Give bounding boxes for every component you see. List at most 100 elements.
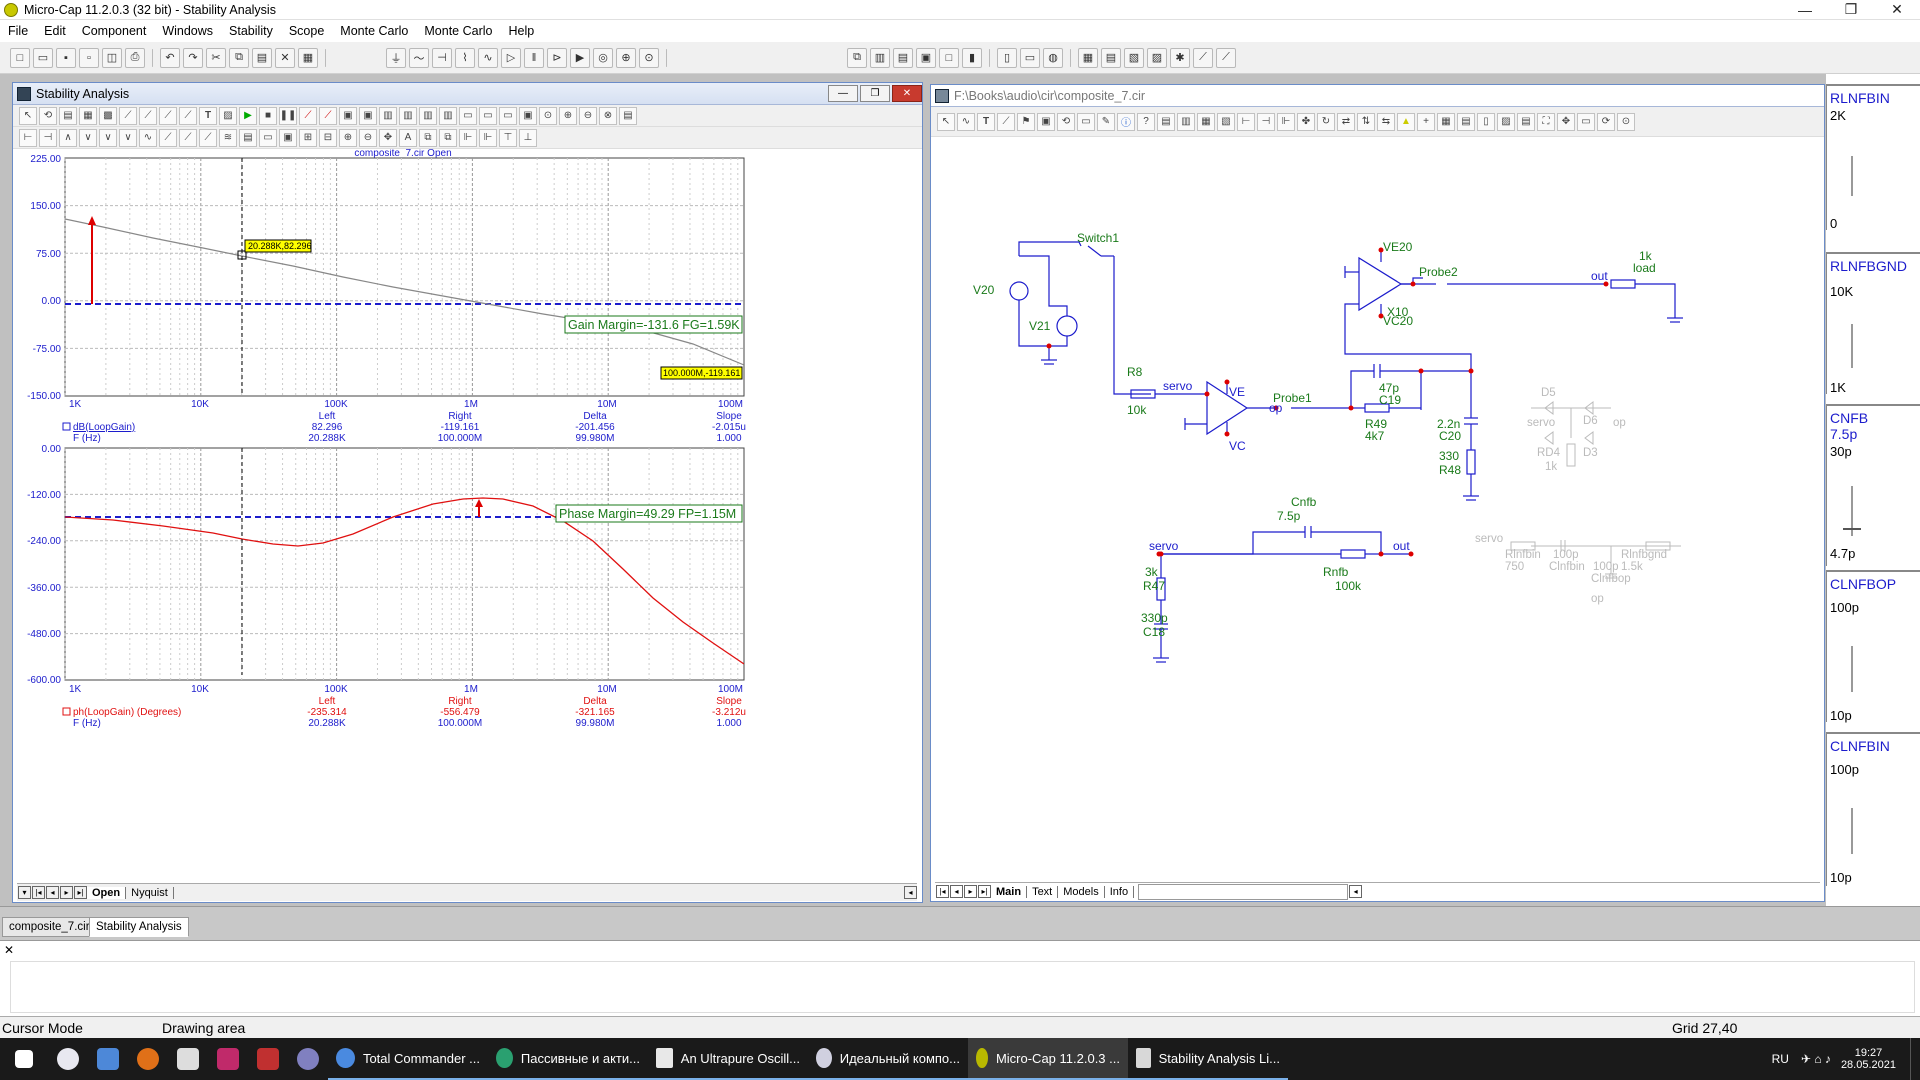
copy-plot-icon[interactable]: ▤ xyxy=(239,128,257,147)
gain-expression[interactable]: dB(LoopGain) xyxy=(73,422,135,433)
minimize-button[interactable]: — xyxy=(1798,1,1812,18)
flip-y-icon[interactable]: ⇅ xyxy=(1357,112,1375,131)
stepping-icon[interactable]: ⟋ xyxy=(1216,47,1236,68)
menu-stability[interactable]: Stability xyxy=(229,24,273,38)
maximize-child-icon[interactable]: □ xyxy=(939,47,959,68)
animate-icon[interactable]: ⟋ xyxy=(299,106,317,125)
scroll-left-icon[interactable]: ◂ xyxy=(1349,885,1363,898)
slider-track[interactable] xyxy=(1851,156,1853,196)
tile-vertical-icon[interactable]: ▥ xyxy=(870,47,890,68)
first-tab-icon[interactable]: |◂ xyxy=(32,886,45,899)
info-icon[interactable]: ⓘ xyxy=(1117,112,1135,131)
prev-page-icon[interactable]: ◂ xyxy=(950,885,963,898)
inflection-icon[interactable]: ∿ xyxy=(139,128,157,147)
menu-edit[interactable]: Edit xyxy=(44,24,66,38)
wire-icon[interactable]: 〜 xyxy=(409,47,429,68)
resistor-icon[interactable]: ⌇ xyxy=(455,47,475,68)
high-icon[interactable]: ▥ xyxy=(419,106,437,125)
scale-factor-icon[interactable]: ⟋ xyxy=(119,106,137,125)
image-icon[interactable]: ▭ xyxy=(1077,112,1095,131)
text-tool-icon[interactable]: T xyxy=(199,106,217,125)
properties-icon[interactable]: ▤ xyxy=(619,106,637,125)
battery-icon[interactable]: ‖ xyxy=(524,47,544,68)
vertical-tag-icon[interactable]: ▭ xyxy=(479,106,497,125)
clipboard-icon[interactable]: ▨ xyxy=(1497,112,1515,131)
gain-trace-color-box[interactable] xyxy=(62,422,71,431)
zoom-out-icon[interactable]: ⊖ xyxy=(579,106,597,125)
menu-windows[interactable]: Windows xyxy=(162,24,214,38)
cursor-right-icon[interactable]: ⊣ xyxy=(39,128,57,147)
properties-icon[interactable]: ▧ xyxy=(1124,47,1144,68)
global-high-icon[interactable]: ⟋ xyxy=(159,128,177,147)
same-y-scales-icon[interactable]: ⊞ xyxy=(299,128,317,147)
zoom-in-icon[interactable]: ⊕ xyxy=(559,106,577,125)
delete-icon[interactable]: ✕ xyxy=(275,47,295,68)
flag-mode-icon[interactable]: ⚑ xyxy=(1017,112,1035,131)
opamp-icon[interactable]: ▶ xyxy=(570,47,590,68)
text-mode-icon[interactable]: T xyxy=(977,112,995,131)
low-search-icon[interactable]: ∨ xyxy=(119,128,137,147)
slider-rlnfbin[interactable]: RLNFBIN 2K 0 xyxy=(1826,84,1920,231)
app-icon[interactable] xyxy=(288,1038,328,1080)
grid-icon[interactable]: ▦ xyxy=(79,106,97,125)
performance-tag-icon[interactable]: ▭ xyxy=(499,106,517,125)
warning-icon[interactable]: ▲ xyxy=(1397,112,1415,131)
probe-icon[interactable]: ⊙ xyxy=(639,47,659,68)
phase-expression[interactable]: ph(LoopGain) (Degrees) xyxy=(73,707,181,718)
run-icon[interactable]: ▶ xyxy=(239,106,257,125)
go-to-x-icon[interactable]: ▭ xyxy=(259,128,277,147)
child-minimize-button[interactable]: — xyxy=(828,85,858,102)
select-mode-icon[interactable]: ↖ xyxy=(937,112,955,131)
child-close-button[interactable]: ✕ xyxy=(892,85,922,102)
task-ultrapure[interactable]: An Ultrapure Oscill... xyxy=(648,1038,808,1080)
inductor-icon[interactable]: ∿ xyxy=(478,47,498,68)
limits-icon[interactable]: ▣ xyxy=(359,106,377,125)
doc-tab-stability[interactable]: Stability Analysis xyxy=(89,917,189,937)
rotate-icon[interactable]: ↻ xyxy=(1317,112,1335,131)
wire-mode-icon[interactable]: ∿ xyxy=(957,112,975,131)
node-icon[interactable]: ⊕ xyxy=(616,47,636,68)
flip-x-icon[interactable]: ⇄ xyxy=(1337,112,1355,131)
first-page-icon[interactable]: |◂ xyxy=(936,885,949,898)
peak-icon[interactable]: ▥ xyxy=(379,106,397,125)
mirror-icon[interactable]: ⇆ xyxy=(1377,112,1395,131)
pause-icon[interactable]: ❚❚ xyxy=(279,106,297,125)
undo-icon[interactable]: ↶ xyxy=(160,47,180,68)
font-icon[interactable]: A xyxy=(399,128,417,147)
clock[interactable]: 19:27 28.05.2021 xyxy=(1841,1047,1896,1071)
cursor-left-icon[interactable]: ⊢ xyxy=(19,128,37,147)
node-numbers-icon[interactable]: ▦ xyxy=(1197,112,1215,131)
print-preview-icon[interactable]: ◫ xyxy=(102,47,122,68)
global-low-icon[interactable]: ⟋ xyxy=(179,128,197,147)
paste-icon[interactable]: ▤ xyxy=(252,47,272,68)
currents-icon[interactable]: ⊣ xyxy=(1257,112,1275,131)
open-icon[interactable]: ▭ xyxy=(33,47,53,68)
bom-icon[interactable]: ▤ xyxy=(1517,112,1535,131)
line-mode-icon[interactable]: ⟋ xyxy=(997,112,1015,131)
save-icon[interactable]: ▪ xyxy=(56,47,76,68)
ruler-icon[interactable]: ⟋ xyxy=(179,106,197,125)
picture-mode-icon[interactable]: ▣ xyxy=(1037,112,1055,131)
high-search-icon[interactable]: ∨ xyxy=(99,128,117,147)
language-indicator[interactable]: RU xyxy=(1771,1052,1789,1066)
pointer-icon[interactable]: ↖ xyxy=(19,106,37,125)
slider-track[interactable] xyxy=(1851,486,1853,536)
notepad-icon[interactable] xyxy=(168,1038,208,1080)
save-image-icon[interactable]: ▣ xyxy=(279,128,297,147)
align-top-icon[interactable]: ⊤ xyxy=(499,128,517,147)
box-icon[interactable]: ▭ xyxy=(1577,112,1595,131)
output-close-icon[interactable]: ✕ xyxy=(4,943,15,957)
pan-icon[interactable]: ✥ xyxy=(379,128,397,147)
node-voltages-icon[interactable]: ⊢ xyxy=(1237,112,1255,131)
window-icon[interactable]: ▣ xyxy=(916,47,936,68)
attribute-icon[interactable]: ▤ xyxy=(1157,112,1175,131)
tab-models[interactable]: Models xyxy=(1058,885,1105,898)
tab-main[interactable]: Main xyxy=(991,885,1028,898)
tile-horizontal-icon[interactable]: ▤ xyxy=(893,47,913,68)
rider-icon[interactable] xyxy=(248,1038,288,1080)
redo-icon[interactable]: ↷ xyxy=(183,47,203,68)
grid-text-icon[interactable]: ▥ xyxy=(1177,112,1195,131)
zoom-fit-icon[interactable]: ⛶ xyxy=(1537,112,1555,131)
tab-dropdown-icon[interactable]: ▾ xyxy=(18,886,31,899)
ide-icon[interactable] xyxy=(208,1038,248,1080)
